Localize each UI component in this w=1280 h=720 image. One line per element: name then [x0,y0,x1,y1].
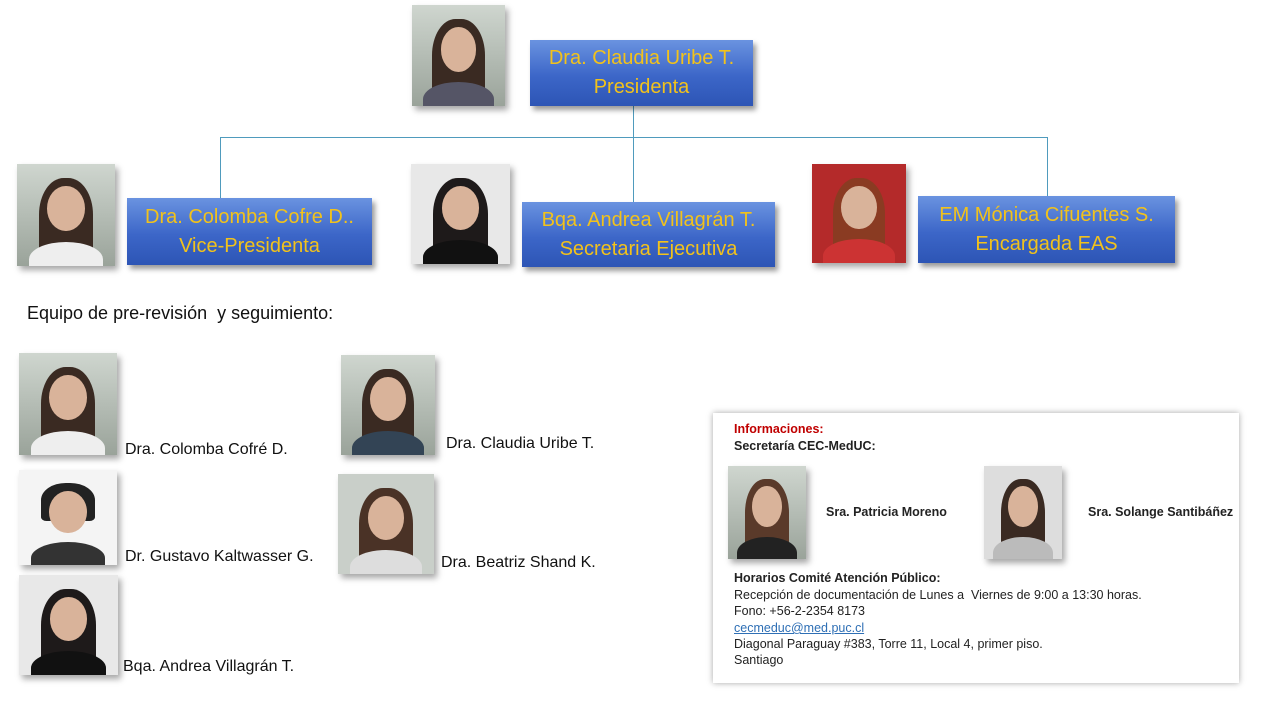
team-photo [338,474,434,574]
team-member-name: Dr. Gustavo Kaltwasser G. [125,548,314,565]
member-name: Bqa. Andrea Villagrán T. [541,208,756,231]
photo-vice-president [17,164,115,266]
member-role: Vice-Presidenta [179,234,320,257]
photo-president [412,5,505,106]
secretary-photo [728,466,806,559]
role-box-executive-secretary: Bqa. Andrea Villagrán T. Secretaria Ejec… [522,202,775,267]
president-role: Presidenta [593,76,690,98]
photo-executive-secretary [411,164,510,264]
connector-horizontal [220,137,1048,138]
team-photo [19,470,117,565]
photo-eas-manager [812,164,906,263]
secretary-name: Sra. Solange Santibáñez [1088,505,1234,519]
team-member-name: Dra. Colomba Cofré D. [125,441,288,458]
team-member-name: Dra. Beatriz Shand K. [441,554,596,571]
team-heading: Equipo de pre-revisión y seguimiento: [27,303,334,323]
connector-right [1047,137,1048,196]
reception-hours: Recepción de documentación de Lunes a Vi… [734,588,1142,602]
secretary-photo [984,466,1062,559]
hours-heading: Horarios Comité Atención Público: [734,571,941,585]
city: Santiago [734,653,784,667]
president-name: Dra. Claudia Uribe T. [548,47,735,69]
team-photo [19,353,117,455]
info-panel: Informaciones: Secretaría CEC-MedUC: Sra… [713,413,1239,683]
team-member-name: Bqa. Andrea Villagrán T. [123,658,295,675]
role-box-president: Dra. Claudia Uribe T. Presidenta [530,40,753,106]
member-role: Encargada EAS [975,232,1118,255]
connector-left [220,137,221,198]
phone: Fono: +56-2-2354 8173 [734,604,866,618]
member-role: Secretaria Ejecutiva [559,237,738,260]
address: Diagonal Paraguay #383, Torre 11, Local … [734,637,1043,651]
connector-middle [633,137,634,202]
email-link[interactable]: cecmeduc@med.puc.cl [734,621,865,635]
secretariat-heading: Secretaría CEC-MedUC: [734,439,876,453]
connector-president-down [633,106,634,137]
role-box-eas-manager: EM Mónica Cifuentes S. Encargada EAS [918,196,1175,263]
info-title: Informaciones: [734,422,824,436]
member-name: Dra. Colomba Cofre D.. [145,205,354,228]
secretary-name: Sra. Patricia Moreno [826,505,947,519]
role-box-vice-president: Dra. Colomba Cofre D.. Vice-Presidenta [127,198,372,265]
member-name: EM Mónica Cifuentes S. [939,203,1154,226]
team-member-name: Dra. Claudia Uribe T. [446,435,595,452]
team-photo [341,355,435,455]
team-photo [19,575,118,675]
